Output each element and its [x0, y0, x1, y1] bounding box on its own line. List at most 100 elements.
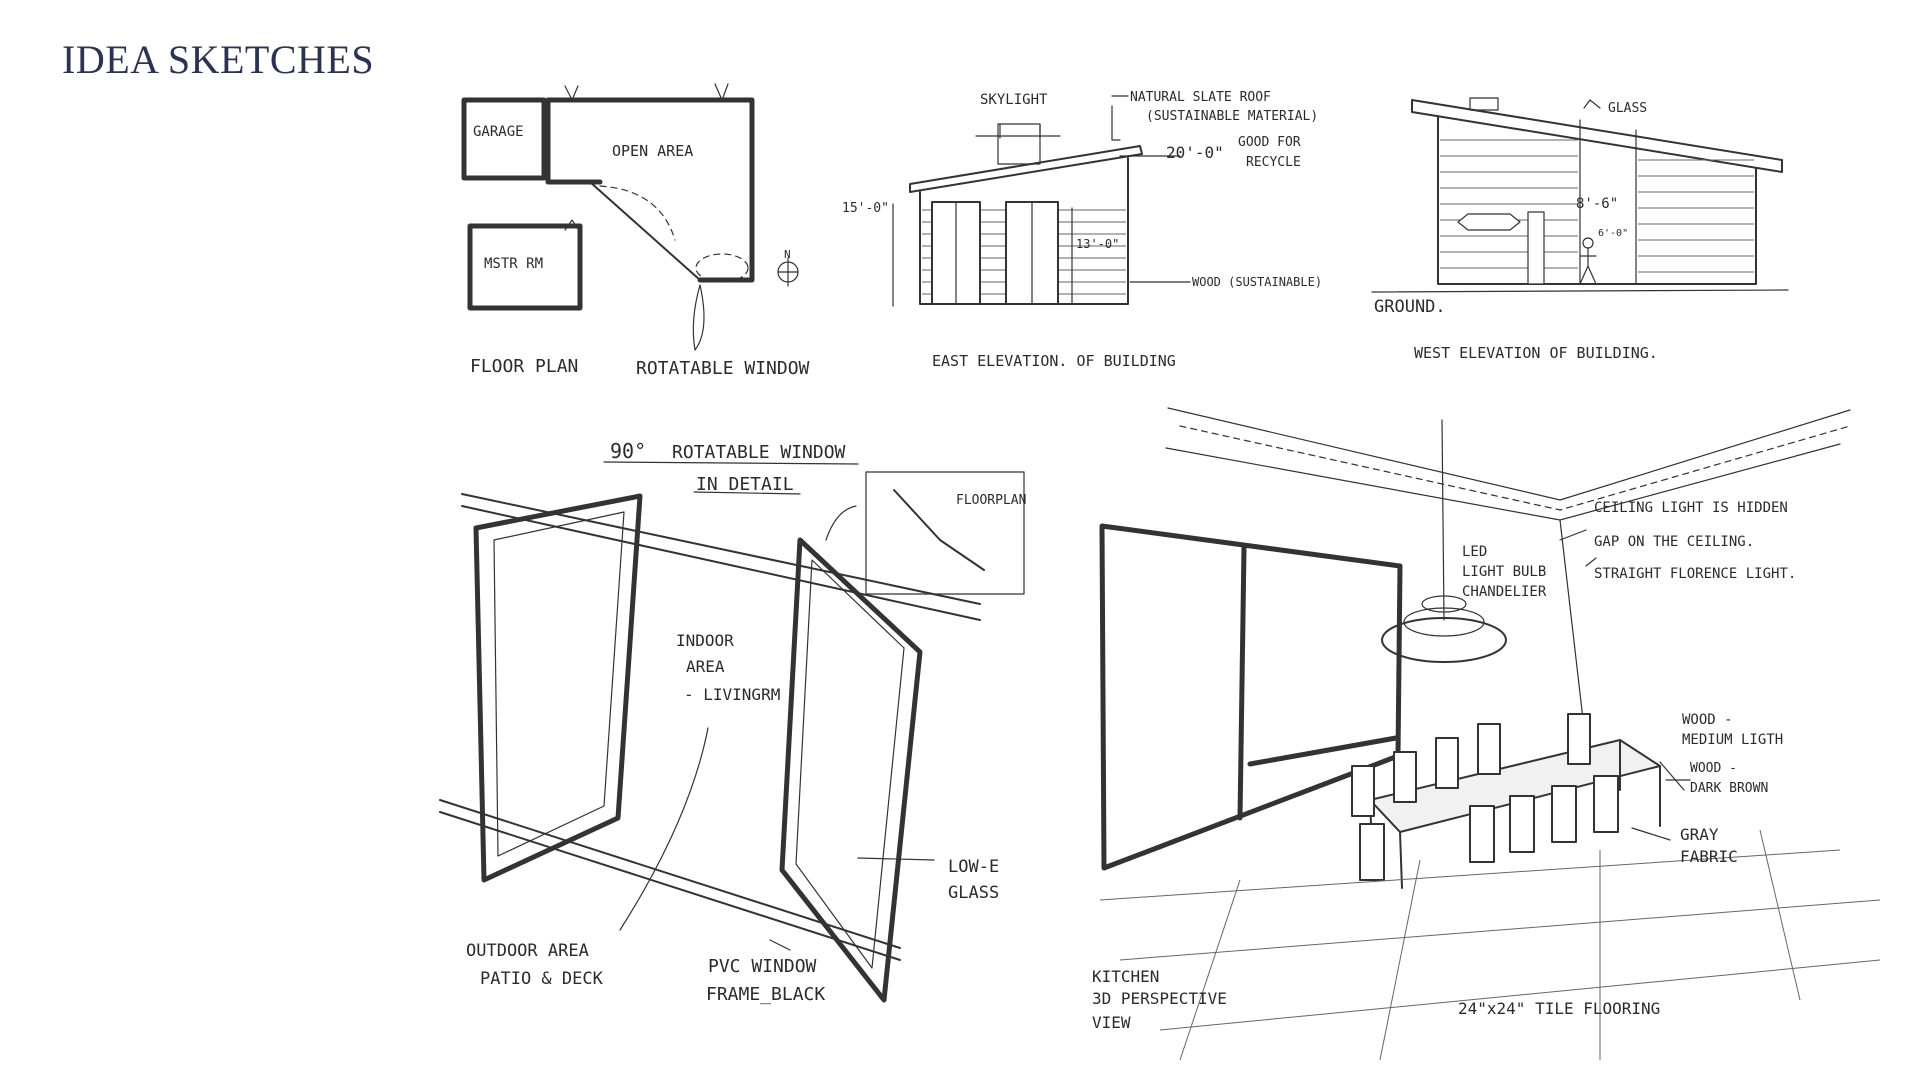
rotatable-window-caption: ROTATABLE WINDOW [636, 358, 810, 379]
dining-chairs [1351, 713, 1619, 881]
open-area-label: OPEN AREA [612, 142, 693, 160]
tile-label: 24"x24" TILE FLOORING [1458, 999, 1660, 1018]
open-area-room [545, 97, 755, 283]
ceiling-beam [461, 493, 981, 621]
ceiling-note-3: STRAIGHT FLORENCE LIGHT. [1594, 566, 1796, 582]
good-for-2: RECYCLE [1246, 155, 1301, 170]
ground-label: GROUND. [1374, 297, 1446, 317]
floor-plan-caption: FLOOR PLAN [470, 356, 578, 377]
west-window [1457, 213, 1521, 231]
ceiling-gap [1179, 425, 1851, 511]
ceiling-note-1: CEILING LIGHT IS HIDDEN [1594, 500, 1788, 516]
angle-label: 90° [610, 439, 646, 463]
led-1: LED [1462, 544, 1487, 560]
swing-ellipse [695, 253, 749, 283]
window-pointer-arrow [692, 284, 705, 351]
indoor-3: - LIVINGRM [684, 685, 780, 704]
west-height-2: 6'-0" [1598, 228, 1628, 239]
ground-line [1371, 289, 1789, 293]
west-elevation-sketch: GLASS 8'-6" 6'-0" GROUND. WEST ELEVATION… [1371, 97, 1789, 362]
inset-pointer [825, 505, 857, 541]
wood-dark-1: WOOD - [1690, 761, 1737, 776]
chandelier-icon [1381, 617, 1507, 663]
lowe-1: LOW-E [948, 857, 999, 877]
indoor-1: INDOOR [676, 631, 734, 650]
glass-strip [1579, 119, 1637, 285]
east-elevation-sketch: SKYLIGHT NATURAL SLATE ROOF (SUSTAINABLE… [842, 90, 1322, 370]
led-3: CHANDELIER [1462, 584, 1547, 600]
master-room [467, 223, 583, 311]
kitchen-window-mullion [1237, 545, 1247, 821]
tile-floor-grid [1099, 829, 1881, 1061]
skylight-box [997, 123, 1041, 165]
swing-arc [599, 185, 676, 241]
master-room-label: MSTR RM [484, 256, 543, 272]
indoor-arrow [619, 727, 709, 931]
floor-plan-sketch: GARAGE OPEN AREA MSTR RM N FLOOR PLAN RO… [461, 83, 810, 379]
pvc-arrow [769, 939, 791, 951]
west-door [1527, 211, 1545, 285]
entry-marks [564, 83, 729, 101]
indoor-2: AREA [686, 657, 725, 676]
height-top-label: 20'-0" [1166, 143, 1224, 162]
floorplan-inset [865, 471, 1025, 595]
wood-note: WOOD (SUSTAINABLE) [1192, 275, 1322, 289]
chimney [1469, 97, 1499, 111]
outdoor-1: OUTDOOR AREA [466, 941, 589, 961]
pvc-2: FRAME_BLACK [706, 984, 825, 1005]
ceiling-edge [1167, 407, 1851, 501]
wood-medium-1: WOOD - [1682, 712, 1733, 728]
skylight-label: SKYLIGHT [980, 92, 1048, 108]
wood-dark-2: DARK BROWN [1690, 781, 1768, 796]
west-elevation-caption: WEST ELEVATION OF BUILDING. [1414, 344, 1658, 362]
north-label: N [784, 248, 791, 261]
detail-title-2: IN DETAIL [696, 474, 794, 495]
west-wall [1437, 115, 1757, 285]
height-left-label: 15'-0" [842, 201, 889, 216]
ceiling-note-2: GAP ON THE CEILING. [1594, 534, 1754, 550]
east-elevation-caption: EAST ELEVATION. OF BUILDING [932, 352, 1176, 370]
door-mark [564, 219, 581, 233]
wood-medium-arrow [1659, 761, 1685, 791]
outdoor-2: PATIO & DECK [480, 969, 604, 989]
inset-window-line [893, 489, 985, 571]
fabric-1: GRAY [1680, 825, 1719, 844]
fabric-2: FABRIC [1680, 847, 1738, 866]
kitchen-perspective-sketch: LED LIGHT BULB CHANDELIER CEILING LIGHT … [1092, 407, 1881, 1061]
lowe-2: GLASS [948, 883, 999, 903]
glass-label: GLASS [1608, 101, 1647, 116]
rotating-window-glass [795, 559, 905, 969]
led-2: LIGHT BULB [1462, 564, 1546, 580]
good-for-1: GOOD FOR [1238, 135, 1301, 150]
fabric-arrow [1631, 827, 1671, 841]
detail-title-1: ROTATABLE WINDOW [672, 442, 846, 463]
pvc-1: PVC WINDOW [708, 956, 817, 977]
garage-label: GARAGE [473, 124, 524, 140]
ceiling-note-arrow [1559, 529, 1597, 567]
rotating-window-frame [779, 537, 923, 1003]
title-underline [603, 461, 859, 465]
roof [909, 145, 1143, 193]
fixed-window-frame [473, 493, 643, 883]
height-inner-label: 13'-0" [1076, 237, 1119, 251]
view-3: VIEW [1092, 1013, 1131, 1032]
chandelier-rod [1441, 419, 1445, 621]
page-title: IDEA SKETCHES [62, 37, 375, 82]
window-detail-sketch: 90° ROTATABLE WINDOW IN DETAIL FLOORPLAN… [439, 439, 1026, 1005]
roof-note-1: NATURAL SLATE ROOF [1130, 90, 1271, 105]
lowe-arrow [857, 857, 935, 861]
rotatable-window-line [589, 181, 701, 281]
person-figure [1579, 237, 1597, 285]
view-1: KITCHEN [1092, 967, 1159, 986]
floor-beam [439, 799, 901, 961]
roof-note-2: (SUSTAINABLE MATERIAL) [1146, 109, 1318, 124]
west-height-1: 8'-6" [1576, 196, 1618, 212]
inset-label: FLOORPLAN [956, 493, 1026, 508]
west-roof [1411, 99, 1783, 173]
garage-room [461, 97, 547, 181]
fixed-window-glass [493, 511, 625, 857]
wood-medium-2: MEDIUM LIGTH [1682, 732, 1783, 748]
skylight-dimension [975, 123, 1061, 139]
view-2: 3D PERSPECTIVE [1092, 989, 1227, 1008]
